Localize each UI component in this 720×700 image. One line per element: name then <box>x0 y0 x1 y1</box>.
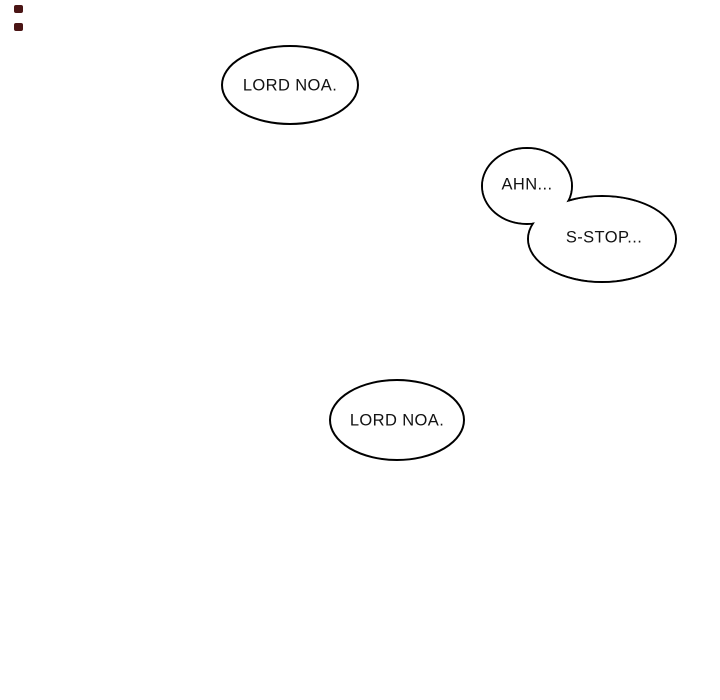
corner-artifact-mark <box>14 5 23 13</box>
corner-artifact-mark <box>14 23 23 31</box>
speech-bubble-ahn-fill <box>483 149 571 223</box>
speech-text-lord-noa-top: LORD NOA. <box>242 76 338 95</box>
speech-bubble-sstop-fill <box>529 197 675 281</box>
speech-text-ahn: AHN... <box>501 175 553 194</box>
speech-bubble-middle-outline <box>329 379 465 461</box>
speech-text-sstop: S-STOP... <box>565 228 643 247</box>
speech-text-lord-noa-middle: LORD NOA. <box>349 411 445 430</box>
speech-bubble-top-outline <box>221 45 359 125</box>
